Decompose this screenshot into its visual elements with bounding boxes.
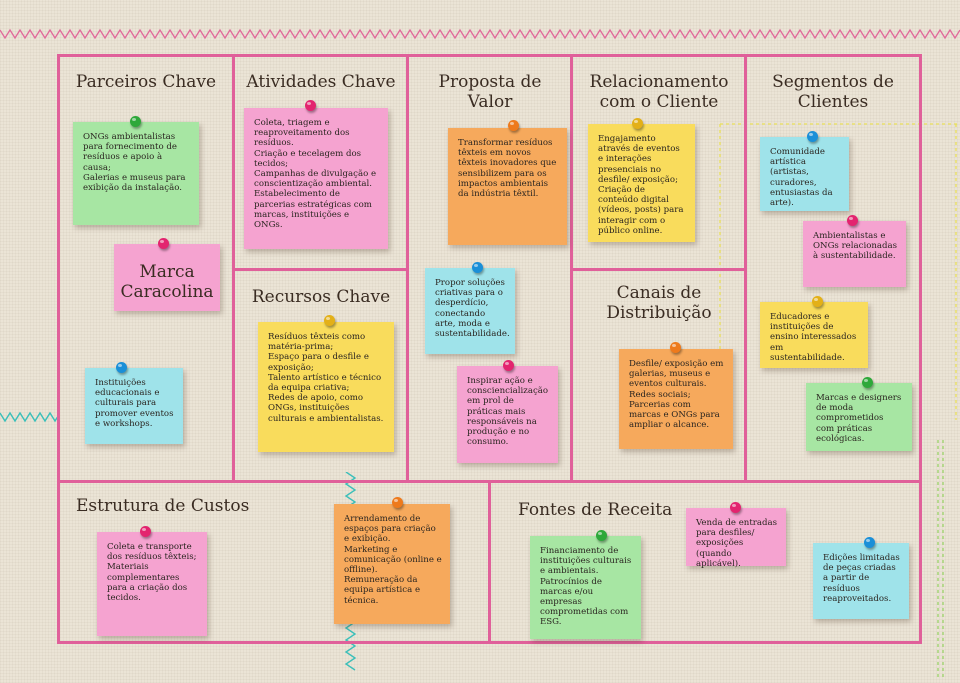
- note-atividades: Coleta, triagem e reaproveitamento dos r…: [244, 108, 388, 249]
- pin-icon: [324, 315, 335, 326]
- pin-icon: [864, 537, 875, 548]
- frame-right: [919, 54, 922, 644]
- top-stitch: [0, 28, 960, 40]
- note-segmentos-comunidade: Comunidade artística (artistas, curadore…: [760, 137, 849, 211]
- pin-icon: [116, 362, 127, 373]
- pin-icon: [140, 526, 151, 537]
- pin-icon: [632, 118, 643, 129]
- note-parceiros-instituicoes: Instituições educacionais e culturais pa…: [85, 368, 183, 444]
- note-segmentos-ambientalistas: Ambientalistas e ONGs relacionadas à sus…: [803, 221, 906, 287]
- note-proposta-inspirar: Inspirar ação e consciencialização em pr…: [457, 366, 558, 463]
- divider-4: [744, 54, 747, 480]
- pin-icon: [472, 262, 483, 273]
- pin-icon: [503, 360, 514, 371]
- pin-icon: [305, 100, 316, 111]
- pin-icon: [508, 120, 519, 131]
- pin-icon: [812, 296, 823, 307]
- note-canais: Desfile/ exposição em galerias, museus e…: [619, 349, 733, 449]
- pin-icon: [847, 215, 858, 226]
- divider-1: [232, 54, 235, 480]
- pin-icon: [670, 342, 681, 353]
- title-canais: Canais de Distribuição: [606, 283, 712, 323]
- left-stitch: [0, 411, 60, 423]
- pin-icon: [596, 530, 607, 541]
- pin-icon: [862, 377, 873, 388]
- note-custos-coleta: Coleta e transporte dos resíduos têxteis…: [97, 532, 207, 636]
- note-marca-caracolina: Marca Caracolina: [114, 244, 220, 311]
- divider-relacionamento-canais: [570, 268, 746, 271]
- divider-3: [570, 54, 573, 480]
- note-proposta-transformar: Transformar resíduos têxteis em novos tê…: [448, 128, 567, 245]
- frame-left: [57, 54, 60, 644]
- note-relacionamento: Engajamento através de eventos e interaç…: [588, 124, 695, 242]
- divider-5: [488, 480, 491, 643]
- title-parceiros-chave: Parceiros Chave: [75, 72, 217, 92]
- note-receita-edicoes: Edições limitadas de peças criadas a par…: [813, 543, 909, 619]
- pin-icon: [392, 497, 403, 508]
- divider-2: [406, 54, 409, 480]
- note-custos-arrendamento: Arrendamento de espaços para criação e e…: [334, 504, 450, 624]
- title-segmentos: Segmentos de Clientes: [772, 72, 894, 112]
- pin-icon: [158, 238, 169, 249]
- pin-icon: [130, 116, 141, 127]
- pin-icon: [807, 131, 818, 142]
- title-fontes-receita: Fontes de Receita: [518, 500, 673, 520]
- title-recursos-chave: Recursos Chave: [251, 287, 391, 307]
- title-relacionamento: Relacionamento com o Cliente: [589, 72, 729, 112]
- frame-top: [57, 54, 922, 57]
- note-proposta-solucoes: Propor soluções criativas para o desperd…: [425, 268, 515, 354]
- right-edge-stitch: [937, 440, 944, 680]
- note-segmentos-educadores: Educadores e instituições de ensino inte…: [760, 302, 868, 368]
- note-segmentos-marcas: Marcas e designers de moda comprometidos…: [806, 383, 912, 451]
- title-atividades-chave: Atividades Chave: [246, 72, 396, 92]
- pin-icon: [730, 502, 741, 513]
- divider-atividades-recursos: [232, 268, 407, 271]
- note-parceiros-ongs: ONGs ambientalistas para fornecimento de…: [73, 122, 199, 225]
- title-proposta-de-valor: Proposta de Valor: [438, 72, 542, 112]
- note-receita-financiamento: Financiamento de instituições culturais …: [530, 536, 641, 639]
- title-estrutura-custos: Estrutura de Custos: [76, 496, 250, 516]
- note-receita-venda: Venda de entradas para desfiles/ exposiç…: [686, 508, 786, 569]
- note-recursos: Resíduos têxteis como matéria-prima; Esp…: [258, 322, 394, 452]
